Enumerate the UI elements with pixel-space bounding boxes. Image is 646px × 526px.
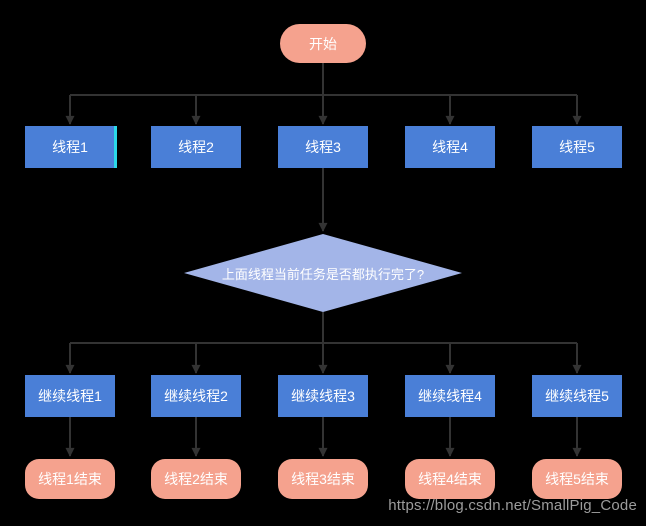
start-node: 开始: [280, 24, 366, 63]
continue-thread-3-node: 继续线程3: [278, 375, 368, 417]
continue-thread-4-node: 继续线程4: [405, 375, 495, 417]
thread-5-node: 线程5: [532, 126, 622, 168]
thread-2-node: 线程2: [151, 126, 241, 168]
continue-thread-2-node: 继续线程2: [151, 375, 241, 417]
thread-3-end-node: 线程3结束: [278, 459, 368, 499]
continue-thread-5-node: 继续线程5: [532, 375, 622, 417]
thread-1-node: 线程1: [25, 126, 115, 168]
thread-5-end-node: 线程5结束: [532, 459, 622, 499]
selection-cursor-strip: [114, 126, 117, 168]
continue-thread-1-node: 继续线程1: [25, 375, 115, 417]
connector-lines: [65, 63, 582, 457]
thread-4-end-node: 线程4结束: [405, 459, 495, 499]
thread-2-end-node: 线程2结束: [151, 459, 241, 499]
thread-3-node: 线程3: [278, 126, 368, 168]
thread-1-end-node: 线程1结束: [25, 459, 115, 499]
watermark-url: https://blog.csdn.net/SmallPig_Code: [388, 497, 637, 514]
thread-4-node: 线程4: [405, 126, 495, 168]
